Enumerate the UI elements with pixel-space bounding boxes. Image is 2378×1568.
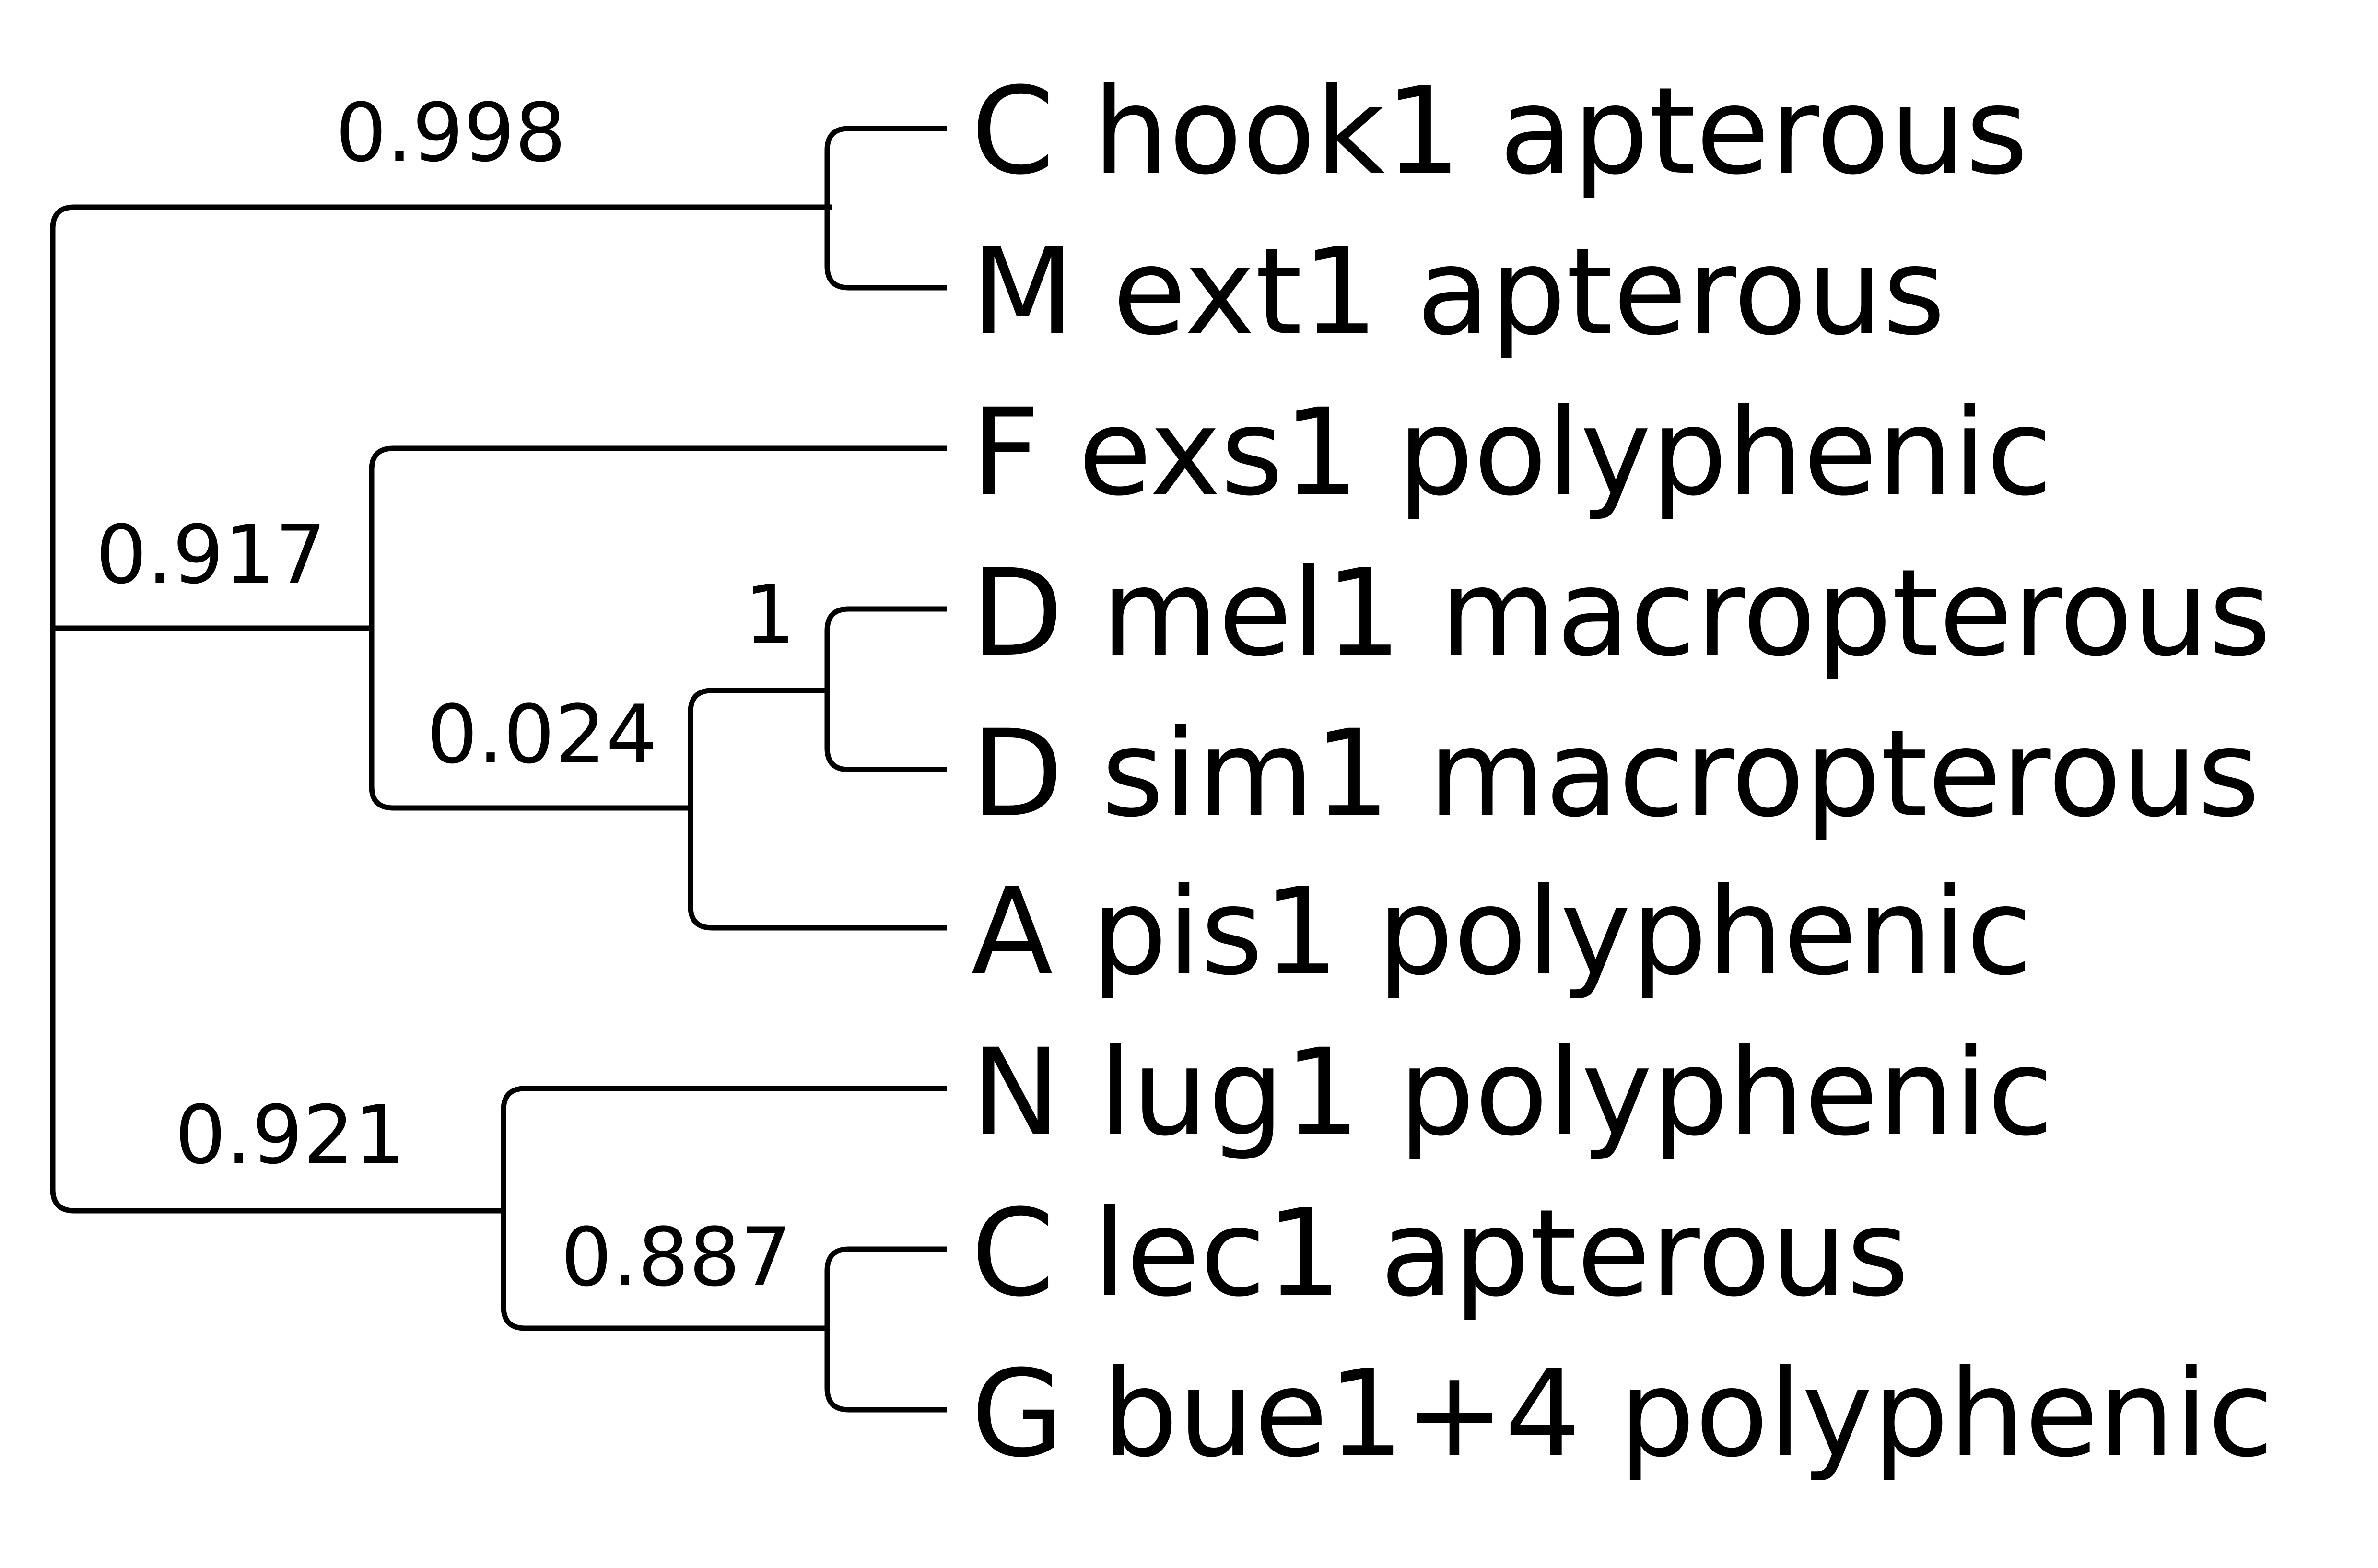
tip-labels: C hook1 apterous M ext1 apterous F exs1 …: [971, 61, 2274, 1484]
branch-root: [50, 204, 832, 1214]
tree-branches: [50, 126, 947, 1413]
tip-label: N lug1 polyphenic: [971, 1023, 2053, 1162]
tip-label: F exs1 polyphenic: [971, 383, 2052, 522]
support-label: 0.921: [175, 1088, 406, 1182]
branch-mel-sim: [824, 606, 947, 772]
tip-label: M ext1 apterous: [971, 222, 1945, 362]
tip-label: A pis1 polyphenic: [971, 862, 2032, 1002]
support-label: 1: [744, 568, 796, 662]
branch-hook-ext: [824, 126, 947, 291]
support-label: 0.998: [336, 86, 566, 180]
branch-exs-clade: [369, 445, 947, 811]
branch-lug-clade: [501, 1086, 947, 1331]
support-label: 0.917: [96, 508, 327, 602]
tip-label: G bue1+4 polyphenic: [971, 1344, 2274, 1484]
tip-label: C lec1 apterous: [971, 1183, 1909, 1323]
tip-label: D sim1 macropterous: [971, 704, 2260, 843]
tip-label: D mel1 macropterous: [971, 543, 2271, 683]
support-values: 0.998 0.917 1 0.024 0.921 0.887: [96, 86, 796, 1304]
branch-mel-sim-pis: [688, 688, 947, 931]
branch-lec-bue: [824, 1246, 947, 1413]
support-label: 0.024: [427, 688, 657, 782]
tip-label: C hook1 apterous: [971, 61, 2028, 201]
support-label: 0.887: [561, 1210, 792, 1304]
